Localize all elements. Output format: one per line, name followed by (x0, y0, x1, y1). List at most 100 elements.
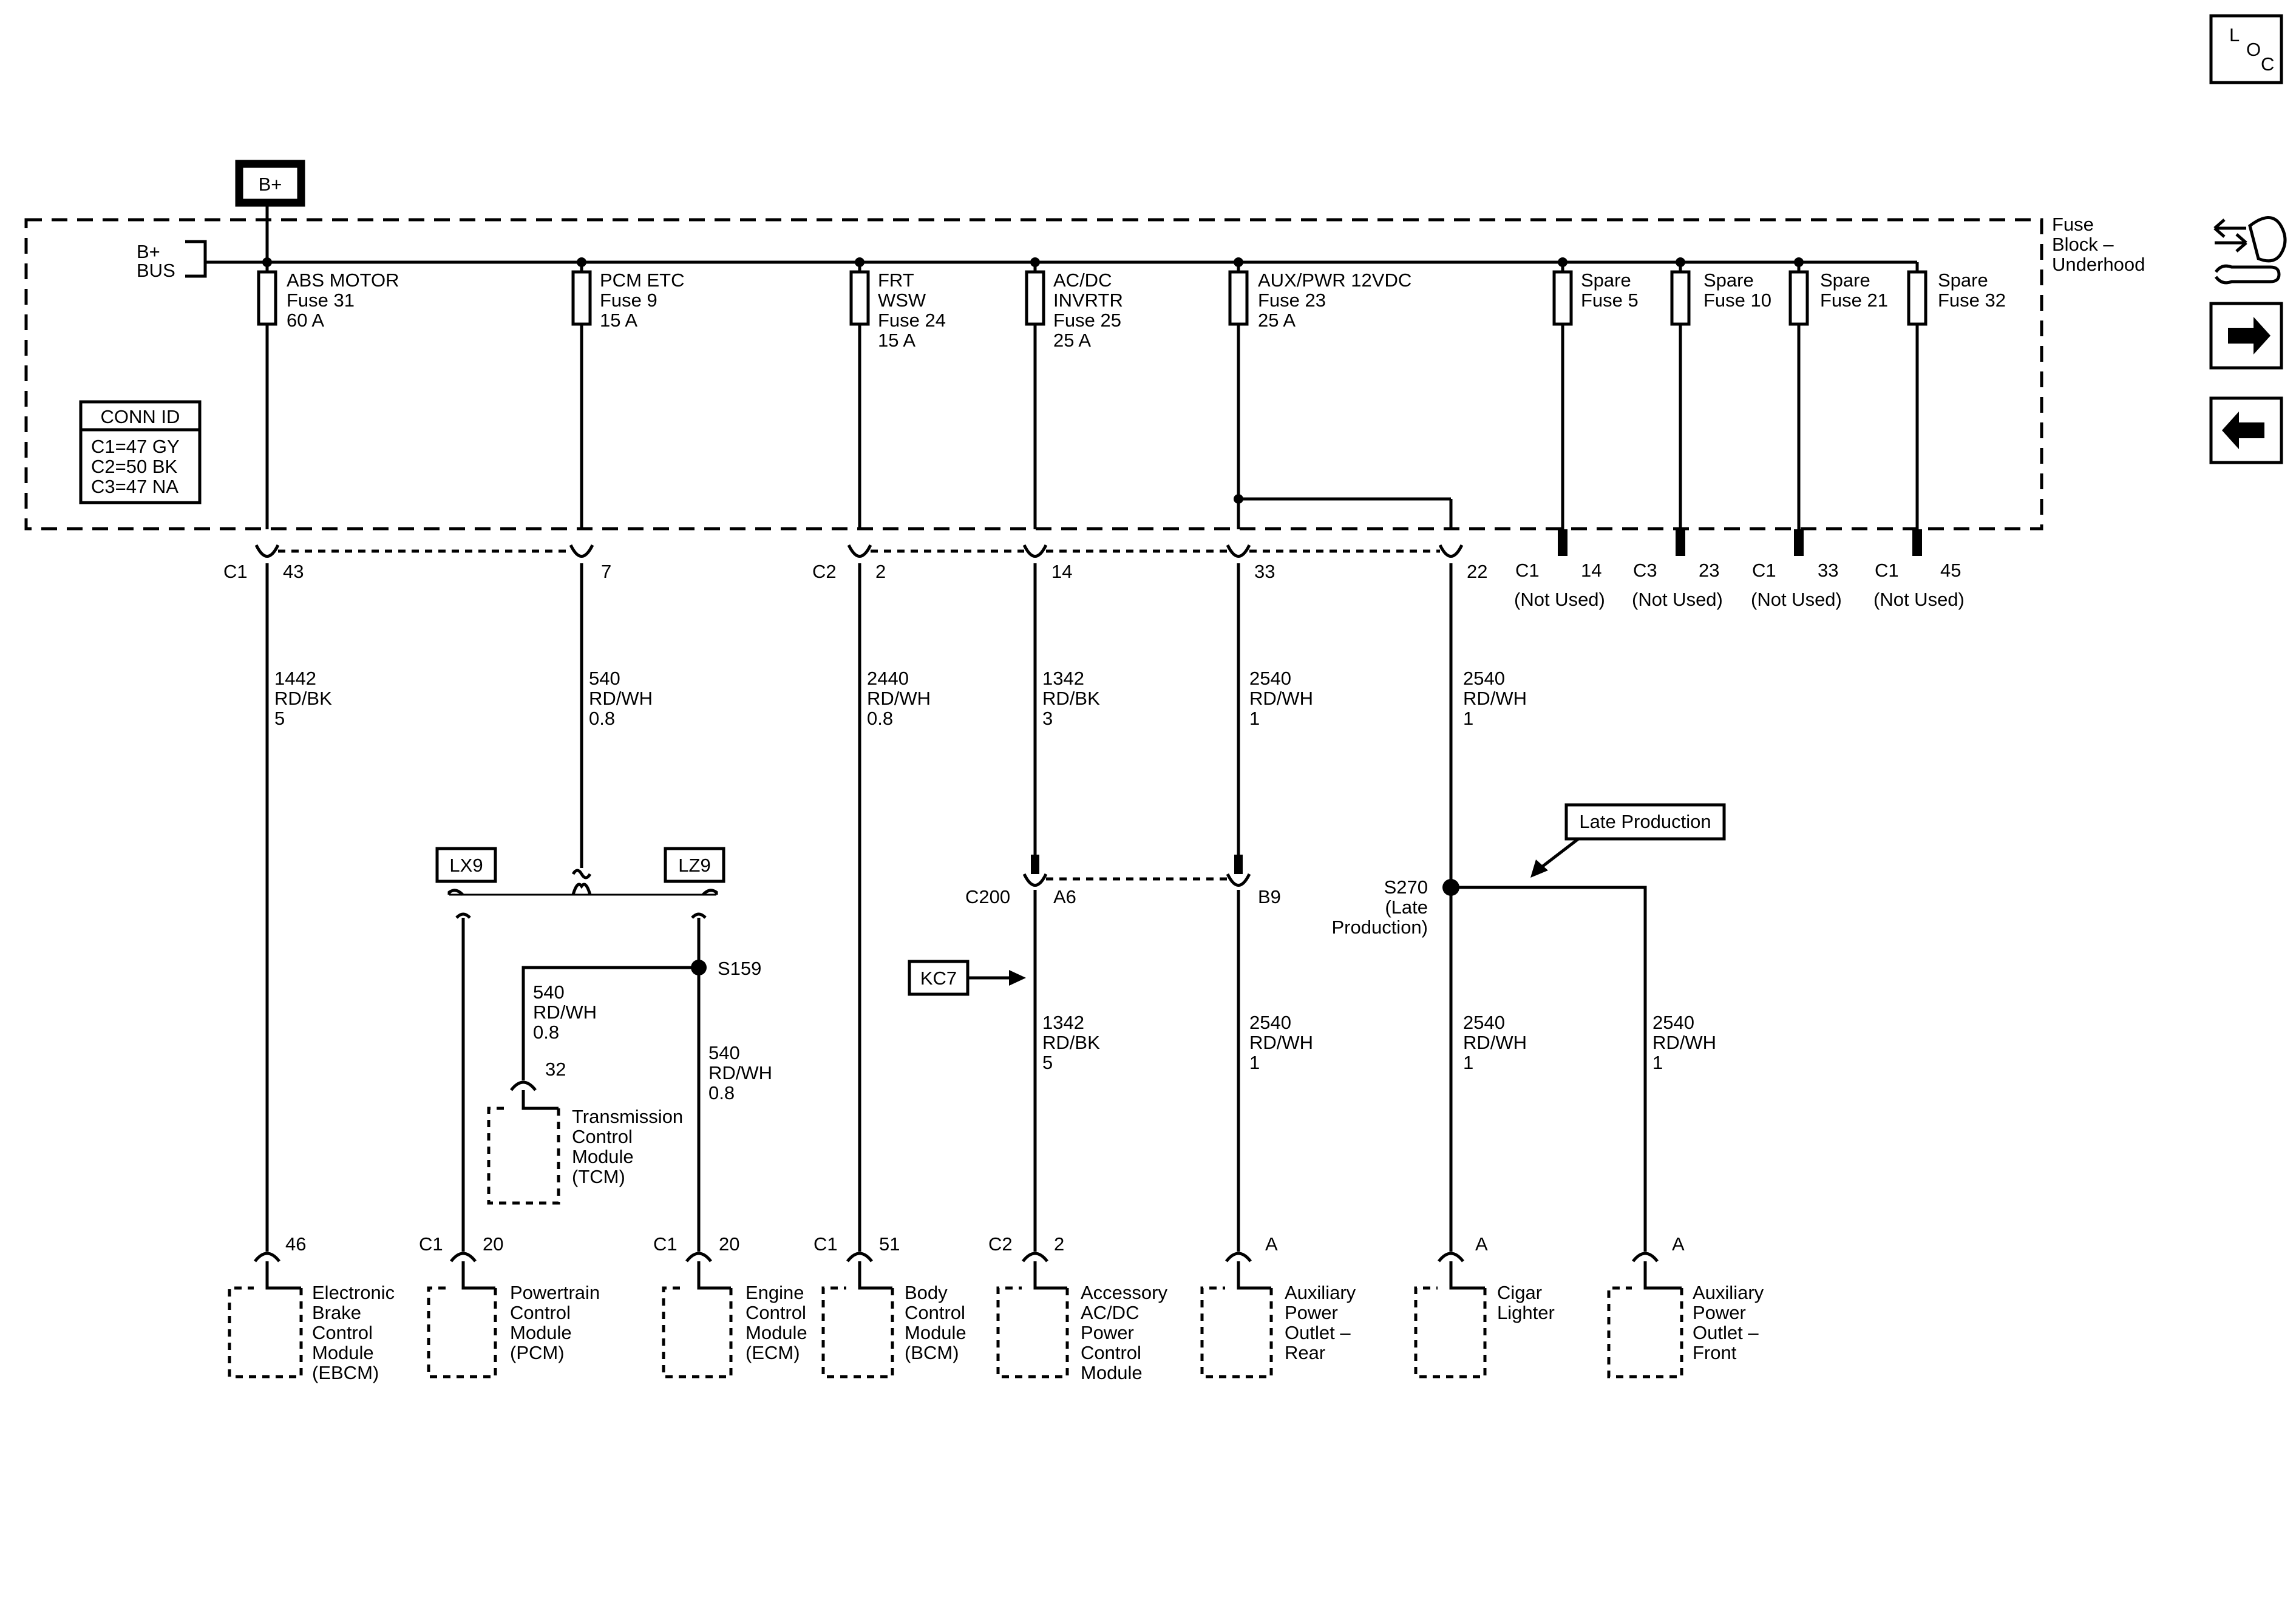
svg-text:(BCM): (BCM) (905, 1342, 959, 1363)
svg-text:RD/BK: RD/BK (1042, 688, 1100, 709)
svg-text:Fuse 31: Fuse 31 (287, 290, 355, 311)
battery-positive-box: B+ (235, 160, 305, 207)
svg-text:Fuse 23: Fuse 23 (1258, 290, 1326, 311)
loc-button[interactable]: L O C (2209, 14, 2283, 84)
svg-text:RD/WH: RD/WH (589, 688, 653, 709)
wire-label-2440: 2440 RD/WH 0.8 (867, 668, 931, 729)
svg-text:Lighter: Lighter (1497, 1302, 1555, 1323)
svg-text:C2=50 BK: C2=50 BK (91, 456, 178, 477)
bus-bracket (185, 240, 207, 278)
tcm-label: Transmission Control Module (TCM) (572, 1106, 683, 1187)
svg-text:C3: C3 (1633, 560, 1657, 581)
svg-text:FRT: FRT (878, 270, 914, 291)
fuse-label-frt-wsw: FRT WSW Fuse 24 15 A (878, 270, 946, 351)
svg-text:20: 20 (483, 1233, 503, 1255)
svg-text:46: 46 (285, 1233, 306, 1255)
option-lx9-box: LX9 (435, 847, 497, 883)
fuse-label-ac-dc-invrtr: AC/DC INVRTR Fuse 25 25 A (1053, 270, 1123, 351)
svg-text:2: 2 (1054, 1233, 1064, 1255)
c2-label: C2 (812, 561, 837, 582)
svg-text:Fuse 32: Fuse 32 (1938, 290, 2006, 311)
svg-text:2440: 2440 (867, 668, 909, 689)
svg-text:A: A (1475, 1233, 1488, 1255)
svg-text:(Not Used): (Not Used) (1514, 589, 1605, 610)
svg-text:540: 540 (533, 981, 565, 1003)
fuse-label-aux-pwr: AUX/PWR 12VDC Fuse 23 25 A (1258, 270, 1411, 331)
svg-text:(Not Used): (Not Used) (1632, 589, 1723, 610)
module-ecm: C1 20 Engine Control Module (ECM) (653, 1233, 807, 1378)
svg-text:Power: Power (1285, 1302, 1338, 1323)
svg-text:60 A: 60 A (287, 310, 324, 331)
fuse-block-label-1: Fuse (2052, 214, 2094, 235)
svg-text:23: 23 (1699, 560, 1719, 581)
svg-text:C1: C1 (653, 1233, 678, 1255)
svg-text:RD/WH: RD/WH (867, 688, 931, 709)
svg-text:Fuse 24: Fuse 24 (878, 310, 946, 331)
svg-text:RD/BK: RD/BK (1042, 1032, 1100, 1053)
fuse-spare-5 (1552, 270, 1573, 326)
pin-a6: A6 (1053, 886, 1076, 907)
svg-text:A: A (1672, 1233, 1685, 1255)
svg-text:Fuse 5: Fuse 5 (1581, 290, 1639, 311)
svg-text:25 A: 25 A (1053, 330, 1091, 351)
tcm-module (487, 1107, 560, 1205)
previous-page-arrow-icon[interactable] (2209, 396, 2283, 464)
svg-text:45: 45 (1940, 560, 1961, 581)
svg-text:33: 33 (1818, 560, 1838, 581)
svg-text:1: 1 (1652, 1052, 1663, 1073)
svg-text:0.8: 0.8 (533, 1022, 559, 1043)
svg-text:Spare: Spare (1703, 270, 1754, 291)
c200-label: C200 (965, 886, 1010, 907)
spare-labels: C1 14 (Not Used) C3 23 (Not Used) C1 33 … (1514, 560, 1965, 610)
svg-text:Power: Power (1693, 1302, 1746, 1323)
svg-text:C1=47 GY: C1=47 GY (91, 436, 180, 457)
svg-text:2540: 2540 (1249, 1012, 1291, 1033)
wire-label-2540-rear: 2540 RD/WH 1 (1249, 1012, 1313, 1073)
fuse-label-spare-21: Spare Fuse 21 (1820, 270, 1888, 311)
fuse-ac-dc-invrtr (1025, 270, 1045, 326)
svg-text:5: 5 (274, 708, 285, 729)
svg-text:Fuse 9: Fuse 9 (600, 290, 657, 311)
svg-text:C1: C1 (1875, 560, 1899, 581)
wire-label-1342-lower: 1342 RD/BK 5 (1042, 1012, 1100, 1073)
svg-text:15 A: 15 A (600, 310, 637, 331)
svg-text:2540: 2540 (1652, 1012, 1694, 1033)
fuse-label-pcm-etc: PCM ETC Fuse 9 15 A (600, 270, 685, 331)
fuse-aux-pwr (1228, 270, 1249, 326)
pin-7: 7 (601, 561, 611, 582)
wire-label-2540-cigar: 2540 RD/WH 1 (1463, 1012, 1527, 1073)
svg-text:LX9: LX9 (449, 855, 483, 876)
svg-text:AUX/PWR 12VDC: AUX/PWR 12VDC (1258, 270, 1411, 291)
svg-text:RD/BK: RD/BK (274, 688, 332, 709)
option-lz9-box: LZ9 (664, 847, 725, 883)
svg-text:0.8: 0.8 (867, 708, 893, 729)
svg-text:Module: Module (1081, 1362, 1143, 1383)
svg-text:L: L (2229, 24, 2240, 46)
svg-text:2540: 2540 (1249, 668, 1291, 689)
splice-s270-label: S270 (Late Production) (1331, 876, 1428, 938)
svg-text:51: 51 (879, 1233, 900, 1255)
svg-text:(Not Used): (Not Used) (1751, 589, 1842, 610)
pin-2: 2 (875, 561, 886, 582)
c1-label: C1 (223, 561, 248, 582)
fuse-label-spare-32: Spare Fuse 32 (1938, 270, 2006, 311)
svg-text:Fuse 21: Fuse 21 (1820, 290, 1888, 311)
svg-text:C3=47 NA: C3=47 NA (91, 476, 178, 497)
svg-text:0.8: 0.8 (589, 708, 615, 729)
late-production-box: Late Production (1564, 803, 1726, 841)
svg-text:RD/WH: RD/WH (1249, 1032, 1313, 1053)
wire-label-1342-upper: 1342 RD/BK 3 (1042, 668, 1100, 729)
fuse-spare-21 (1788, 270, 1809, 326)
svg-text:Control: Control (1081, 1342, 1141, 1363)
fuse-label-abs-motor: ABS MOTOR Fuse 31 60 A (287, 270, 399, 331)
svg-text:Module: Module (905, 1322, 966, 1343)
svg-text:C1: C1 (813, 1233, 838, 1255)
svg-text:Spare: Spare (1938, 270, 1988, 291)
wire-label-2540-b: 2540 RD/WH 1 (1463, 668, 1527, 729)
next-page-arrow-icon[interactable] (2209, 302, 2283, 370)
bus-label-1: B+ (137, 241, 160, 262)
svg-text:Module: Module (572, 1146, 634, 1167)
svg-text:INVRTR: INVRTR (1053, 290, 1123, 311)
component-connector-icon[interactable] (2213, 216, 2287, 285)
